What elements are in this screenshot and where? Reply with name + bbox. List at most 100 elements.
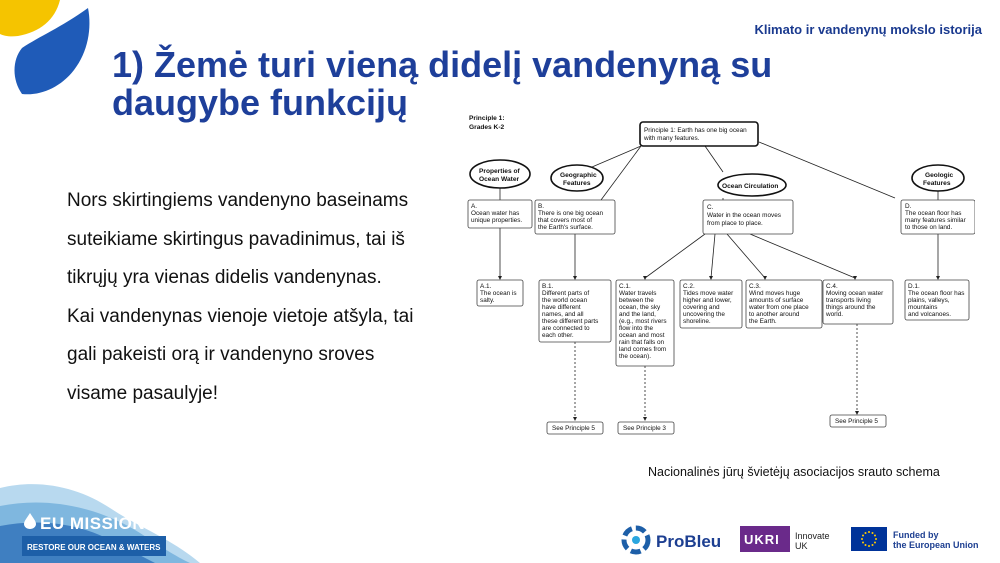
node-a-line-2: Ocean water has: [471, 210, 519, 217]
body-paragraph-2: Kai vandenynas vienoje vietoje atšyla, t…: [67, 305, 414, 404]
node-d-box: [900, 199, 975, 235]
node-c1-line-6: (e.g., most rivers: [619, 318, 667, 325]
node-c1-line-9: rain that falls on: [619, 339, 665, 346]
node-c4-line-1: C.4.: [826, 283, 838, 290]
node-a1-line-3: salty.: [480, 297, 495, 304]
node-a1-line-1: A.1.: [480, 283, 492, 290]
diagram-caption: Nacionalinės jūrų švietėjų asociacijos s…: [648, 465, 940, 479]
node-c-line-1: C.: [707, 204, 714, 211]
node-c2-line-1: C.2.: [683, 283, 695, 290]
node-d1-line-3: plains, valleys,: [908, 297, 950, 304]
node-c3-box: [745, 279, 823, 329]
node-d1-line-2: The ocean floor has: [908, 290, 965, 297]
node-c1-line-2: Water travels: [619, 290, 656, 297]
oval-properties-line-2: Ocean Water: [479, 176, 519, 183]
node-a-box: [467, 199, 533, 229]
ukri-logo-icon: UKRI: [740, 526, 790, 552]
node-a-line-3: unique properties.: [471, 217, 522, 224]
node-c4-box: [822, 279, 894, 325]
eu-funding-line-2: the European Union: [893, 540, 979, 550]
node-b1-line-1: B.1.: [542, 283, 554, 290]
see-principle-5-label-b: See Principle 5: [835, 418, 878, 425]
root-node-box: [639, 121, 759, 147]
node-c1-line-1: C.1.: [619, 283, 631, 290]
node-c2-line-5: uncovering the: [683, 311, 725, 318]
body-paragraph-1: Nors skirtingiems vandenyno baseinams su…: [67, 190, 409, 288]
eu-flag-icon: [851, 527, 887, 551]
concept-map-diagram: Principle 1: Grades K-2 Principle 1: Ear…: [465, 112, 975, 442]
node-d-line-1: D.: [905, 203, 912, 210]
node-c-box: [702, 199, 794, 235]
node-d1-line-5: and volcanoes.: [908, 311, 951, 318]
node-d1-box: [904, 279, 970, 321]
node-c2-box: [679, 279, 743, 329]
eu-funding-label: Funded by the European Union: [893, 530, 979, 550]
node-b1-line-8: each other.: [542, 332, 574, 339]
node-b-line-3: that covers most of: [538, 217, 592, 224]
eu-funding-line-1: Funded by: [893, 530, 939, 540]
innovate-uk-line-1: Innovate: [795, 531, 830, 541]
node-a1-box: [476, 279, 524, 307]
see-principle-3-label: See Principle 3: [623, 425, 666, 432]
node-d1-line-1: D.1.: [908, 283, 920, 290]
node-c3-line-2: Wind moves huge: [749, 290, 801, 297]
brand-logo-icon: [0, 0, 90, 95]
node-c1-line-11: the ocean).: [619, 353, 651, 360]
node-c-line-3: from place to place.: [707, 220, 763, 227]
node-c4-line-4: things around the: [826, 304, 876, 311]
node-c2-line-3: higher and lower,: [683, 297, 732, 304]
node-c2-line-2: Tides move water: [683, 290, 734, 297]
diagram-heading-line-1: Principle 1:: [469, 115, 505, 122]
node-b1-line-3: the world ocean: [542, 297, 588, 304]
node-c2-line-4: covering and: [683, 304, 720, 311]
node-b1-line-5: names, and all: [542, 311, 584, 318]
node-c4-line-5: world.: [825, 311, 843, 318]
oval-geographic-line-1: Geographic: [560, 172, 597, 179]
node-b-box: [534, 199, 616, 235]
see-principle-5-box-a: [546, 421, 604, 435]
node-c-line-2: Water in the ocean moves: [707, 212, 781, 219]
innovate-uk-label: Innovate UK: [795, 531, 830, 551]
node-c3-line-6: the Earth.: [749, 318, 777, 325]
oval-properties: [469, 159, 531, 189]
node-b-line-2: There is one big ocean: [538, 210, 603, 217]
see-principle-5-label-a: See Principle 5: [552, 425, 595, 432]
eu-missions-subtitle: RESTORE OUR OCEAN & WATERS: [22, 536, 166, 556]
node-b-line-1: B.: [538, 203, 544, 210]
probleu-logo-icon: [621, 525, 651, 555]
node-c4-line-3: transports living: [826, 297, 871, 304]
node-c1-line-3: between the: [619, 297, 654, 304]
body-text: Nors skirtingiems vandenyno baseinams su…: [67, 182, 417, 413]
see-principle-3-box: [617, 421, 675, 435]
node-b1-line-2: Different parts of: [542, 290, 589, 297]
node-c1-line-8: ocean and most: [619, 332, 665, 339]
node-d-line-3: many features similar: [905, 217, 967, 224]
oval-properties-line-1: Properties of: [479, 168, 520, 175]
oval-geologic-line-1: Geologic: [925, 172, 954, 179]
oval-circulation: [717, 173, 787, 197]
oval-geologic-line-2: Features: [923, 180, 951, 187]
eu-missions-subtitle-text: RESTORE OUR OCEAN & WATERS: [27, 543, 161, 552]
root-node-line-1: Principle 1: Earth has one big ocean: [644, 127, 747, 134]
eu-missions-drop-icon: [24, 513, 36, 529]
see-principle-5-box-b: [829, 414, 887, 428]
node-c3-line-5: to another around: [749, 311, 800, 318]
node-c3-line-4: water from one place: [748, 304, 809, 311]
slide-title: 1) Žemė turi vieną didelį vandenyną su d…: [112, 44, 773, 123]
presentation-tag: Klimato ir vandenynų mokslo istorija: [754, 22, 982, 37]
node-b1-line-7: are connected to: [542, 325, 590, 332]
node-b1-line-4: have different: [542, 304, 581, 311]
node-c1-text: C.1. Water travels between the ocean, th…: [619, 283, 667, 360]
node-a-line-1: A.: [471, 203, 477, 210]
oval-geographic: [550, 164, 604, 192]
node-c2-line-6: shoreline.: [683, 318, 711, 325]
diagram-heading-line-2: Grades K-2: [469, 124, 505, 131]
node-d1-line-4: mountains: [908, 304, 938, 311]
node-d-line-2: The ocean floor has: [905, 210, 962, 217]
node-c1-line-5: and the land,: [619, 311, 656, 318]
node-c4-line-2: Moving ocean water: [826, 290, 884, 297]
node-c1-line-7: flow into the: [619, 325, 654, 332]
oval-circulation-label: Ocean Circulation: [722, 183, 778, 190]
innovate-uk-line-2: UK: [795, 541, 808, 551]
node-b-line-4: the Earth's surface.: [538, 224, 593, 231]
